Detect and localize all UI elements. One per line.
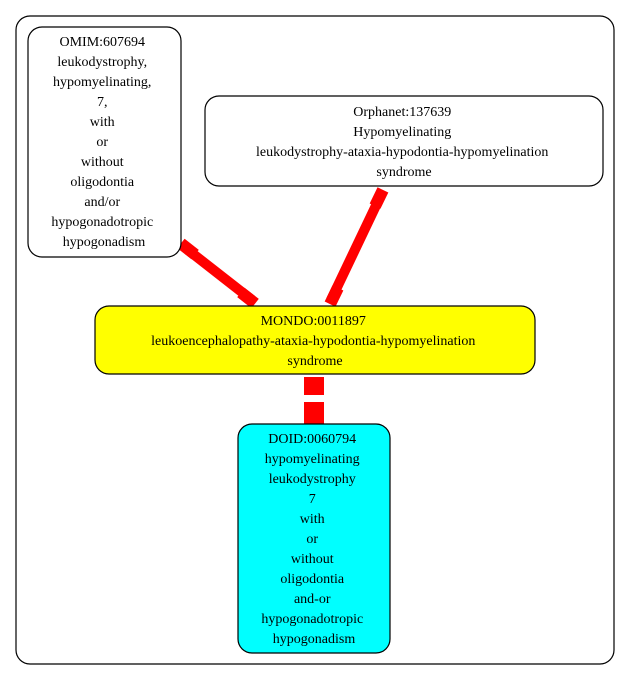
edge-orphanet-mondo-tail-marker [369,187,389,209]
node-orphanet[interactable]: Orphanet:137639 Hypomyelinating leukodys… [204,95,604,187]
node-doid-label: DOID:0060794 hypomyelinating leukodystro… [261,432,366,647]
edge-mondo-doid-tail-marker [304,377,324,395]
node-doid[interactable]: DOID:0060794 hypomyelinating leukodystro… [237,423,391,654]
edges [177,187,389,424]
edge-mondo-doid [304,377,324,424]
edge-orphanet-mondo-head-marker [324,285,344,307]
edge-mondo-doid-head-marker [304,402,324,424]
edge-omim-mondo [177,238,259,309]
edge-orphanet-mondo [324,187,389,307]
node-omim-label: OMIM:607694 leukodystrophy, hypomyelinat… [51,35,156,250]
node-orphanet-label: Orphanet:137639 Hypomyelinating leukodys… [256,105,552,180]
node-mondo[interactable]: MONDO:0011897 leukoencephalopathy-ataxia… [94,305,536,375]
edge-omim-mondo-tail-marker [177,238,199,260]
edge-omim-mondo-head-marker [237,287,259,309]
node-omim[interactable]: OMIM:607694 leukodystrophy, hypomyelinat… [27,26,182,258]
node-mondo-label: MONDO:0011897 leukoencephalopathy-ataxia… [151,314,479,369]
graph-cluster-border [15,15,615,665]
